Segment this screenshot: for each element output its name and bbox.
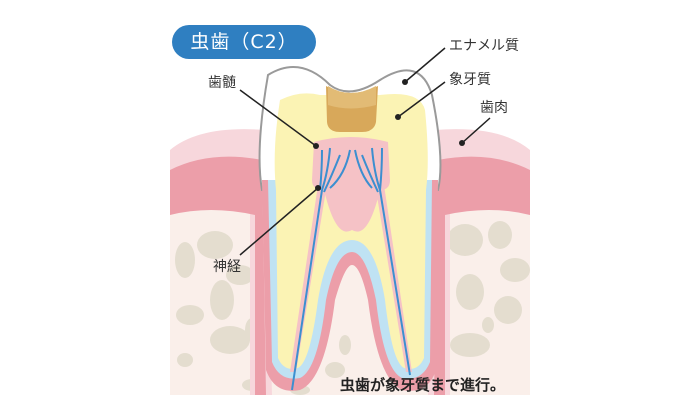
label-gum: 歯肉 — [480, 100, 508, 116]
label-nerve: 神経 — [213, 259, 241, 275]
label-dentin: 象牙質 — [449, 72, 491, 88]
label-pulp: 歯髄 — [208, 75, 236, 91]
pulp-chamber — [312, 137, 390, 232]
stage-title-badge: 虫歯（C2） — [172, 25, 316, 59]
leader-lines — [239, 47, 491, 256]
leader-dots — [313, 79, 465, 191]
nerve-fibers — [291, 147, 411, 391]
diagram-caption: 虫歯が象牙質まで進行。 — [340, 376, 506, 394]
gum-tissue — [170, 129, 530, 395]
label-enamel: エナメル質 — [449, 38, 519, 54]
